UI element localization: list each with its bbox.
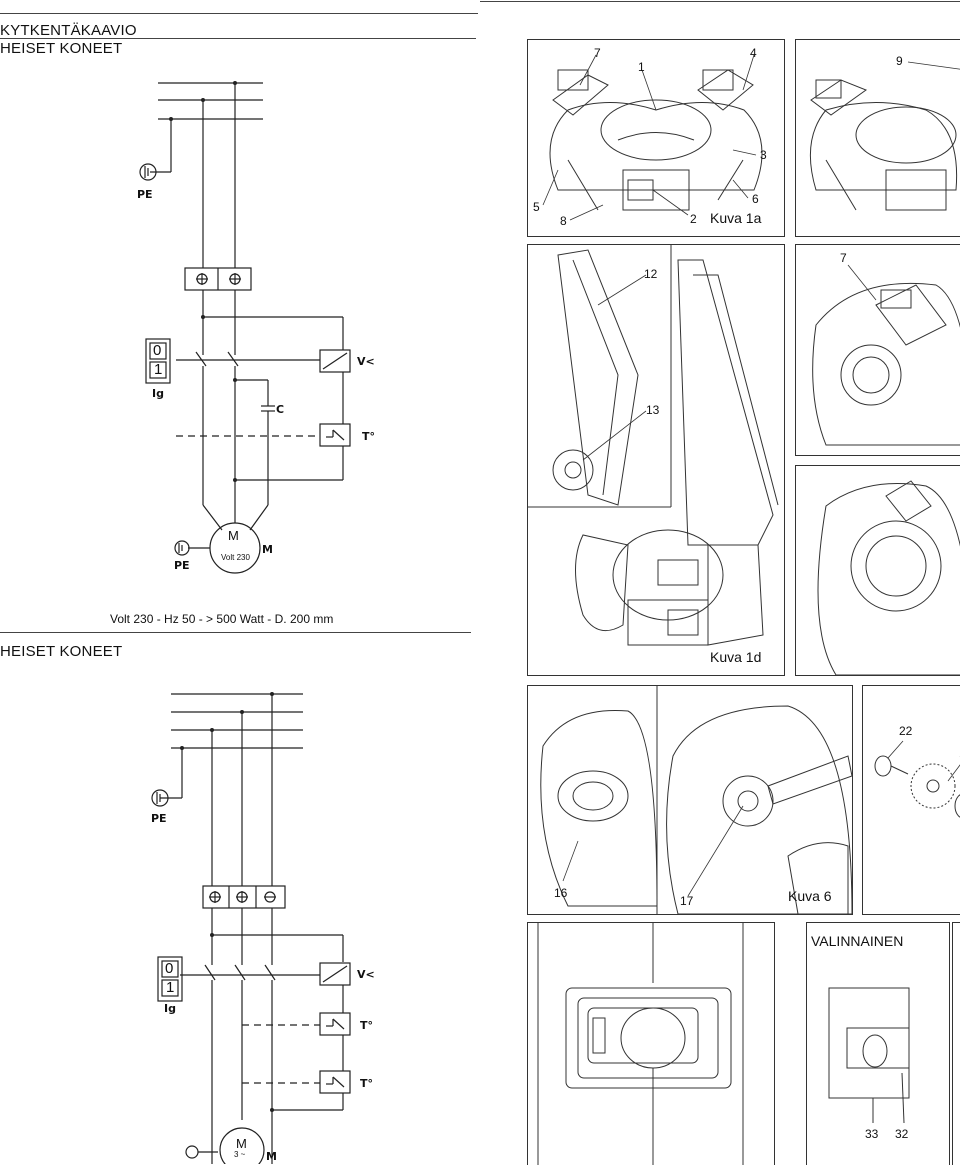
figure-brush: 22 1 (862, 685, 960, 915)
wiring-diagram-single-phase (139, 81, 351, 574)
switch-off-digit: 0 (153, 342, 162, 359)
relay-label-2: V< (357, 968, 375, 981)
wire-brush-illustration (874, 740, 960, 818)
switch-label-2: Ig (164, 1002, 176, 1015)
callout-17: 17 (680, 894, 694, 908)
thermal1-label: T° (360, 1019, 374, 1032)
callout-9: 9 (896, 54, 903, 68)
thermal2-label: T° (360, 1077, 374, 1090)
figure-mid-right: 7 (795, 244, 960, 456)
callout-33: 33 (865, 1127, 879, 1141)
switch-cover-illustration (537, 923, 744, 1165)
wheel-guard-illustration (817, 480, 960, 675)
callout-3: 3 (760, 148, 767, 162)
capacitor-label: C (276, 403, 285, 416)
caption-kuva-6: Kuva 6 (788, 888, 832, 904)
figure-1d: 12 13 Kuva 1d (527, 244, 785, 676)
motor-volt: Volt 230 (221, 553, 250, 562)
caption-kuva-1a: Kuva 1a (710, 210, 762, 226)
motor-sub-2: 3 ~ (234, 1150, 246, 1159)
motor-symbol: M (228, 528, 239, 543)
figure-top-right: 9 (795, 39, 960, 237)
heading-underline (0, 38, 476, 39)
switch-on-digit: 1 (154, 361, 163, 378)
figure-optional: VALINNAINEN 33 32 (806, 922, 950, 1165)
callout-1: 1 (638, 60, 645, 74)
callout-7b: 7 (840, 251, 847, 265)
page-heading-machines-1: HEISET KONEET (0, 40, 123, 57)
motor-label: M (262, 543, 273, 556)
switch-on-digit-2: 1 (166, 979, 175, 996)
callout-5: 5 (533, 200, 540, 214)
motor-label-2: M (266, 1150, 277, 1163)
switch-off-digit-2: 0 (165, 960, 174, 977)
page-heading-machines-2: HEISET KONEET (0, 643, 123, 660)
pe-label-2: PE (151, 812, 167, 825)
top-rule-right (480, 1, 960, 2)
callout-16: 16 (554, 886, 568, 900)
belt-sander-illustration (528, 245, 779, 646)
callout-2: 2 (690, 212, 697, 226)
optional-title: VALINNAINEN (811, 933, 904, 949)
spec-line: Volt 230 - Hz 50 - > 500 Watt - D. 200 m… (110, 612, 334, 626)
grinder-illustration (542, 54, 763, 221)
relay-label: V< (357, 355, 375, 368)
callout-8: 8 (560, 214, 567, 228)
callout-22: 22 (899, 724, 913, 738)
callout-12: 12 (644, 267, 658, 281)
optional-switch-illustration (828, 987, 910, 1124)
thermal-label: T° (362, 430, 376, 443)
callout-13: 13 (646, 403, 660, 417)
section-rule (0, 632, 471, 633)
motor-symbol-2: M (236, 1136, 247, 1151)
panel-edge-right (952, 922, 960, 1165)
top-rule (0, 13, 478, 14)
switch-label: Ig (152, 387, 164, 400)
pe-label: PE (137, 188, 153, 201)
callout-32: 32 (895, 1127, 909, 1141)
figure-lower-right (795, 465, 960, 676)
eye-shield-illustration (812, 264, 960, 446)
figure-1a: 7 1 4 3 6 2 5 8 Kuva 1a (527, 39, 785, 237)
wheel-change-illustration (540, 686, 852, 914)
figure-switch (527, 922, 775, 1165)
callout-6: 6 (752, 192, 759, 206)
grinder-illustration-2 (809, 61, 960, 211)
caption-kuva-1d: Kuva 1d (710, 649, 762, 665)
page-heading-wiring: KYTKENTÄKAAVIO (0, 22, 137, 39)
figure-6: 16 17 Kuva 6 (527, 685, 853, 915)
callout-4: 4 (750, 46, 757, 60)
motor-pe-label: PE (174, 559, 190, 572)
callout-7: 7 (594, 46, 601, 60)
